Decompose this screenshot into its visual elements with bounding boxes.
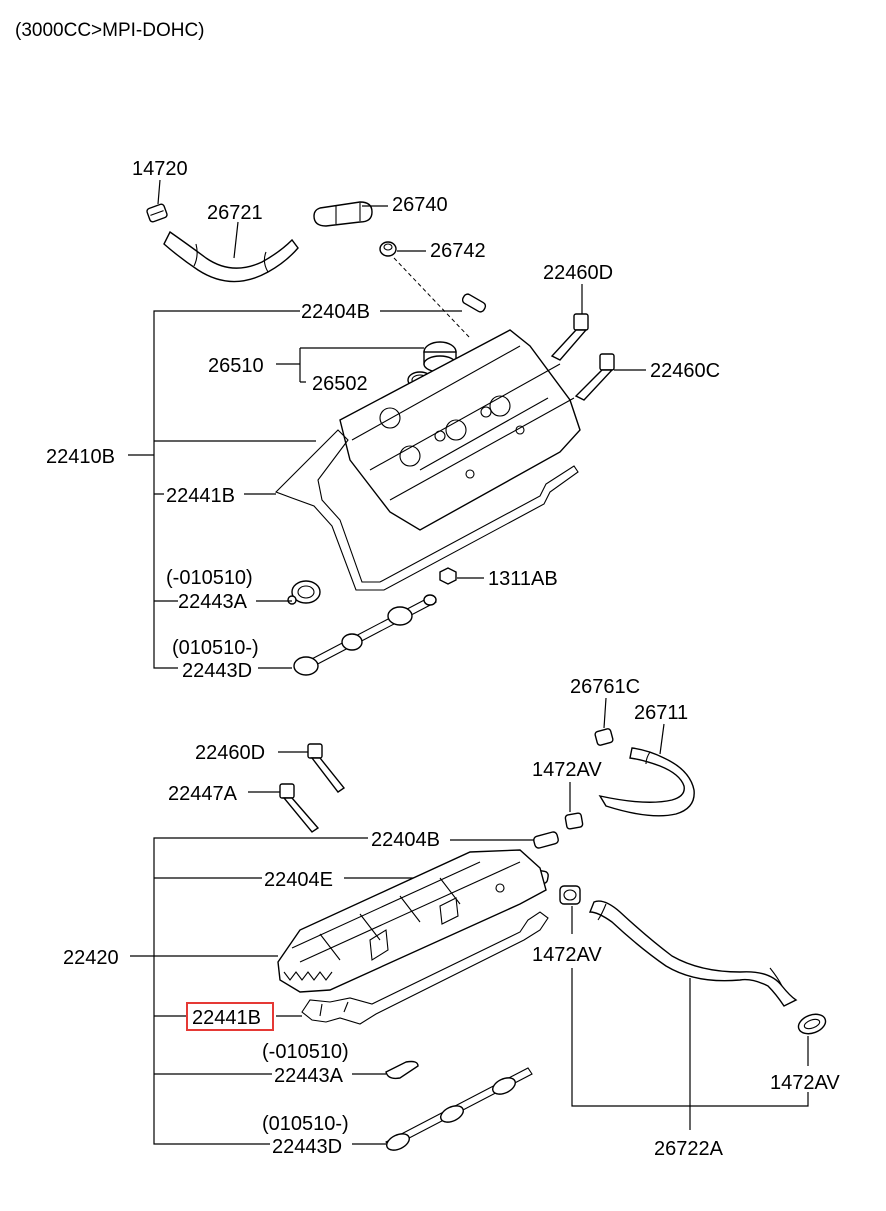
label-22460C[interactable]: 22460C [650,360,720,382]
label-1472AV-b[interactable]: 1472AV [532,944,602,966]
label-22443A-top[interactable]: 22443A [178,591,248,613]
label-1472AV-c[interactable]: 1472AV [770,1072,840,1094]
label-26502[interactable]: 26502 [312,373,368,395]
bolt-22460C-part[interactable] [574,353,615,401]
label-26711[interactable]: 26711 [634,702,688,724]
label-22447A[interactable]: 22447A [168,783,238,805]
bracket-26510-26502 [276,347,424,383]
stud-22404B-top-part[interactable] [461,293,487,314]
label-26722A[interactable]: 26722A [654,1138,724,1160]
label-22443D-top[interactable]: 22443D [182,660,252,682]
leader-14720 [157,179,161,205]
bolt-22460D-bottom-part[interactable] [307,743,346,793]
gasket-22441B-bottom-part[interactable] [301,911,549,1025]
bracket-22410B [128,310,316,669]
bolt-22460D-top-part[interactable] [550,313,589,361]
label-26721[interactable]: 26721 [207,202,263,224]
bracket-22420 [130,837,386,1145]
label-22441B-bottom[interactable]: 22441B [192,1007,261,1029]
label-22410B[interactable]: 22410B [46,446,115,468]
highlight-box-22441B [186,1002,274,1031]
grommet-26742-part[interactable] [379,241,397,257]
bracket-26722A [571,968,809,1130]
seal-22443D-top-part[interactable] [293,594,437,676]
seal-22443A-top-part[interactable] [287,580,321,605]
leader-26761C [603,697,607,729]
label-26742[interactable]: 26742 [430,240,486,262]
nut-1311AB-part[interactable] [439,567,457,585]
leader-26711 [659,723,665,755]
note-010510-before-bottom: (-010510) [262,1041,349,1063]
hose-26711-part[interactable] [598,747,695,817]
note-010510-after-bottom: (010510-) [262,1113,349,1135]
clamp-26761C-part[interactable] [594,728,614,746]
label-1311AB[interactable]: 1311AB [488,568,558,590]
label-26740[interactable]: 26740 [392,194,448,216]
label-22404B-bottom[interactable]: 22404B [371,829,440,851]
clamp-1472AV-c-part[interactable] [796,1011,828,1037]
label-22420[interactable]: 22420 [63,947,119,969]
seal-22443A-bottom-part[interactable] [385,1060,419,1080]
label-22443A-bottom[interactable]: 22443A [274,1065,344,1087]
hose-26721-part[interactable] [163,230,299,283]
assembly-guide-26742 [393,257,471,339]
label-22460D-bottom[interactable]: 22460D [195,742,265,764]
valve-cover-22410B-part[interactable] [339,329,581,531]
diagram-title: (3000CC>MPI-DOHC) [15,20,205,41]
note-010510-after-top: (010510-) [172,637,259,659]
label-22443D-bottom[interactable]: 22443D [272,1136,342,1158]
label-26761C[interactable]: 26761C [570,676,640,698]
clamp-1472AV-a-part[interactable] [564,812,584,830]
leader-26721 [233,221,239,259]
valve-cover-22420-part[interactable] [277,849,547,993]
label-26510[interactable]: 26510 [208,355,264,377]
clamp-14720-part[interactable] [146,203,168,223]
label-22460D-top[interactable]: 22460D [543,262,613,284]
label-22441B-top[interactable]: 22441B [166,485,235,507]
label-22404E[interactable]: 22404E [264,869,333,891]
label-22404B-top[interactable]: 22404B [301,301,370,323]
label-14720[interactable]: 14720 [132,158,188,180]
clamp-1472AV-b-part[interactable] [559,885,581,905]
note-010510-before-top: (-010510) [166,567,253,589]
bolt-22447A-part[interactable] [279,783,320,833]
fitting-22404B-bottom-part[interactable] [533,831,559,849]
gasket-22441B-top-part[interactable] [275,429,579,591]
label-1472AV-a[interactable]: 1472AV [532,759,602,781]
hose-26722A-part[interactable] [588,900,798,1007]
seal-22443D-bottom-part[interactable] [384,1067,533,1153]
